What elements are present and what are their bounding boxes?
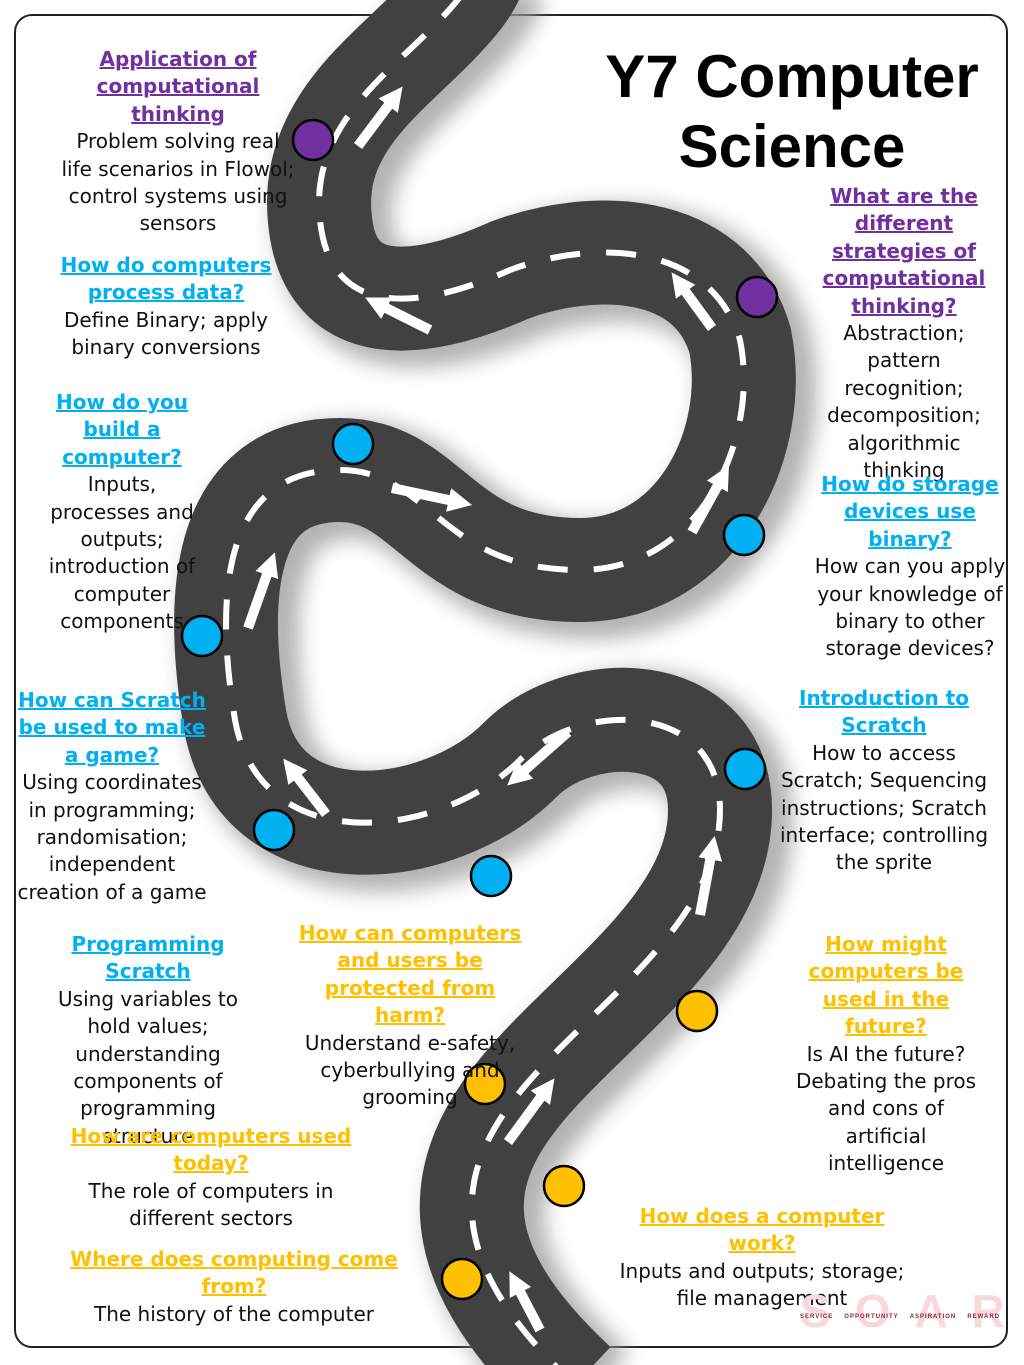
topic-description: Understand e-safety, cyberbullying and g… [304,1030,516,1110]
road-arrow-9 [671,272,717,331]
topic-question: How does a computer work? [639,1204,885,1256]
topic-question: Introduction to Scratch [799,686,969,738]
milestone-marker-7 [252,808,296,852]
topic-description: How to access Scratch; Sequencing instru… [779,740,989,875]
topic-description: Using variables to hold values; understa… [58,986,238,1148]
topic-question: Where does computing come from? [70,1247,398,1299]
topic-question: Application of computational thinking [96,47,260,126]
road-arrow-10 [365,297,433,335]
logo-words: SERVICE OPPORTUNITY ASPIRATION REWARD [800,1314,1000,1320]
topic-description: The role of computers in different secto… [88,1178,334,1231]
topic-question: How do computers process data? [60,253,272,305]
topic-description: The history of the computer [94,1301,374,1326]
milestone-marker-8 [469,854,513,898]
road-arrow-3 [695,835,723,916]
topic-description: Define Binary; apply binary conversions [63,307,269,360]
road-arrow-8 [687,465,729,535]
topic-question: Programming Scratch [71,932,225,984]
milestone-marker-10 [463,1062,507,1106]
road-center-line [223,0,747,1365]
logo-letters: SOAR [800,1285,1024,1337]
milestone-marker-6 [723,747,767,791]
milestone-marker-3 [331,422,375,466]
topic-description: How can you apply your knowledge of bina… [814,554,1006,661]
topic-description: Is AI the future? Debating the pros and … [795,1041,977,1176]
topic-description: Using coordinates in programming; random… [17,770,207,904]
topic-description: Inputs, processes and outputs; introduct… [48,472,196,634]
topic-computers-users-protected: How can computers and users be protected… [288,920,532,1112]
topic-description: Abstraction; pattern recognition; decomp… [827,321,981,483]
topic-description: Inputs and outputs; storage; file manage… [619,1258,905,1311]
topic-question: How can Scratch be used to make a game? [18,688,206,767]
topic-description: Problem solving real life scenarios in F… [61,129,295,236]
topic-strategies-computational-thinking: What are the different strategies of com… [806,183,1002,484]
topic-question: How do you build a computer? [56,390,188,469]
topic-computer-work: How does a computer work?Inputs and outp… [604,1203,920,1313]
road-arrow-11 [354,86,403,149]
page-title: Y7 Computer Science [605,43,979,180]
topic-question: How do storage devices use binary? [821,472,999,551]
milestone-marker-5 [180,614,224,658]
road-arrow-7 [390,483,473,512]
logo-word-opportunity: OPPORTUNITY [844,1314,899,1320]
topic-storage-devices-binary: How do storage devices use binary?How ca… [812,471,1008,663]
milestone-marker-1 [291,118,335,162]
logo-word-service: SERVICE [800,1314,834,1320]
logo-word-aspiration: ASPIRATION [909,1314,957,1320]
road-arrow-6 [243,552,279,630]
milestone-marker-4 [722,513,766,557]
topic-question: How might computers be used in the futur… [808,932,964,1039]
direction-arrows [243,86,729,1333]
topic-computers-process-data: How do computers process data?Define Bin… [30,252,302,362]
topic-computers-used-future: How might computers be used in the futur… [786,931,986,1178]
topic-question: How are computers used today? [70,1124,352,1176]
topic-build-a-computer: How do you build a computer?Inputs, proc… [42,389,202,636]
milestone-markers [180,118,779,1301]
topic-question: How can computers and users be protected… [298,921,522,1028]
milestone-marker-2 [735,275,779,319]
topic-computing-come-from: Where does computing come from?The histo… [60,1246,408,1328]
milestone-marker-12 [440,1257,484,1301]
topic-computers-used-today: How are computers used today?The role of… [50,1123,372,1233]
road-arrow-4 [507,728,572,786]
road-arrow-5 [283,758,330,818]
milestone-marker-11 [542,1164,586,1208]
soar-logo: SOAR SERVICE OPPORTUNITY ASPIRATION REWA… [800,1285,1005,1340]
topic-question: What are the different strategies of com… [822,184,986,318]
logo-word-reward: REWARD [967,1314,1000,1320]
milestone-marker-9 [675,989,719,1033]
road-arrow-2 [503,1078,555,1145]
road-arrow-1 [509,1271,545,1333]
topic-scratch-make-game: How can Scratch be used to make a game?U… [14,687,210,906]
